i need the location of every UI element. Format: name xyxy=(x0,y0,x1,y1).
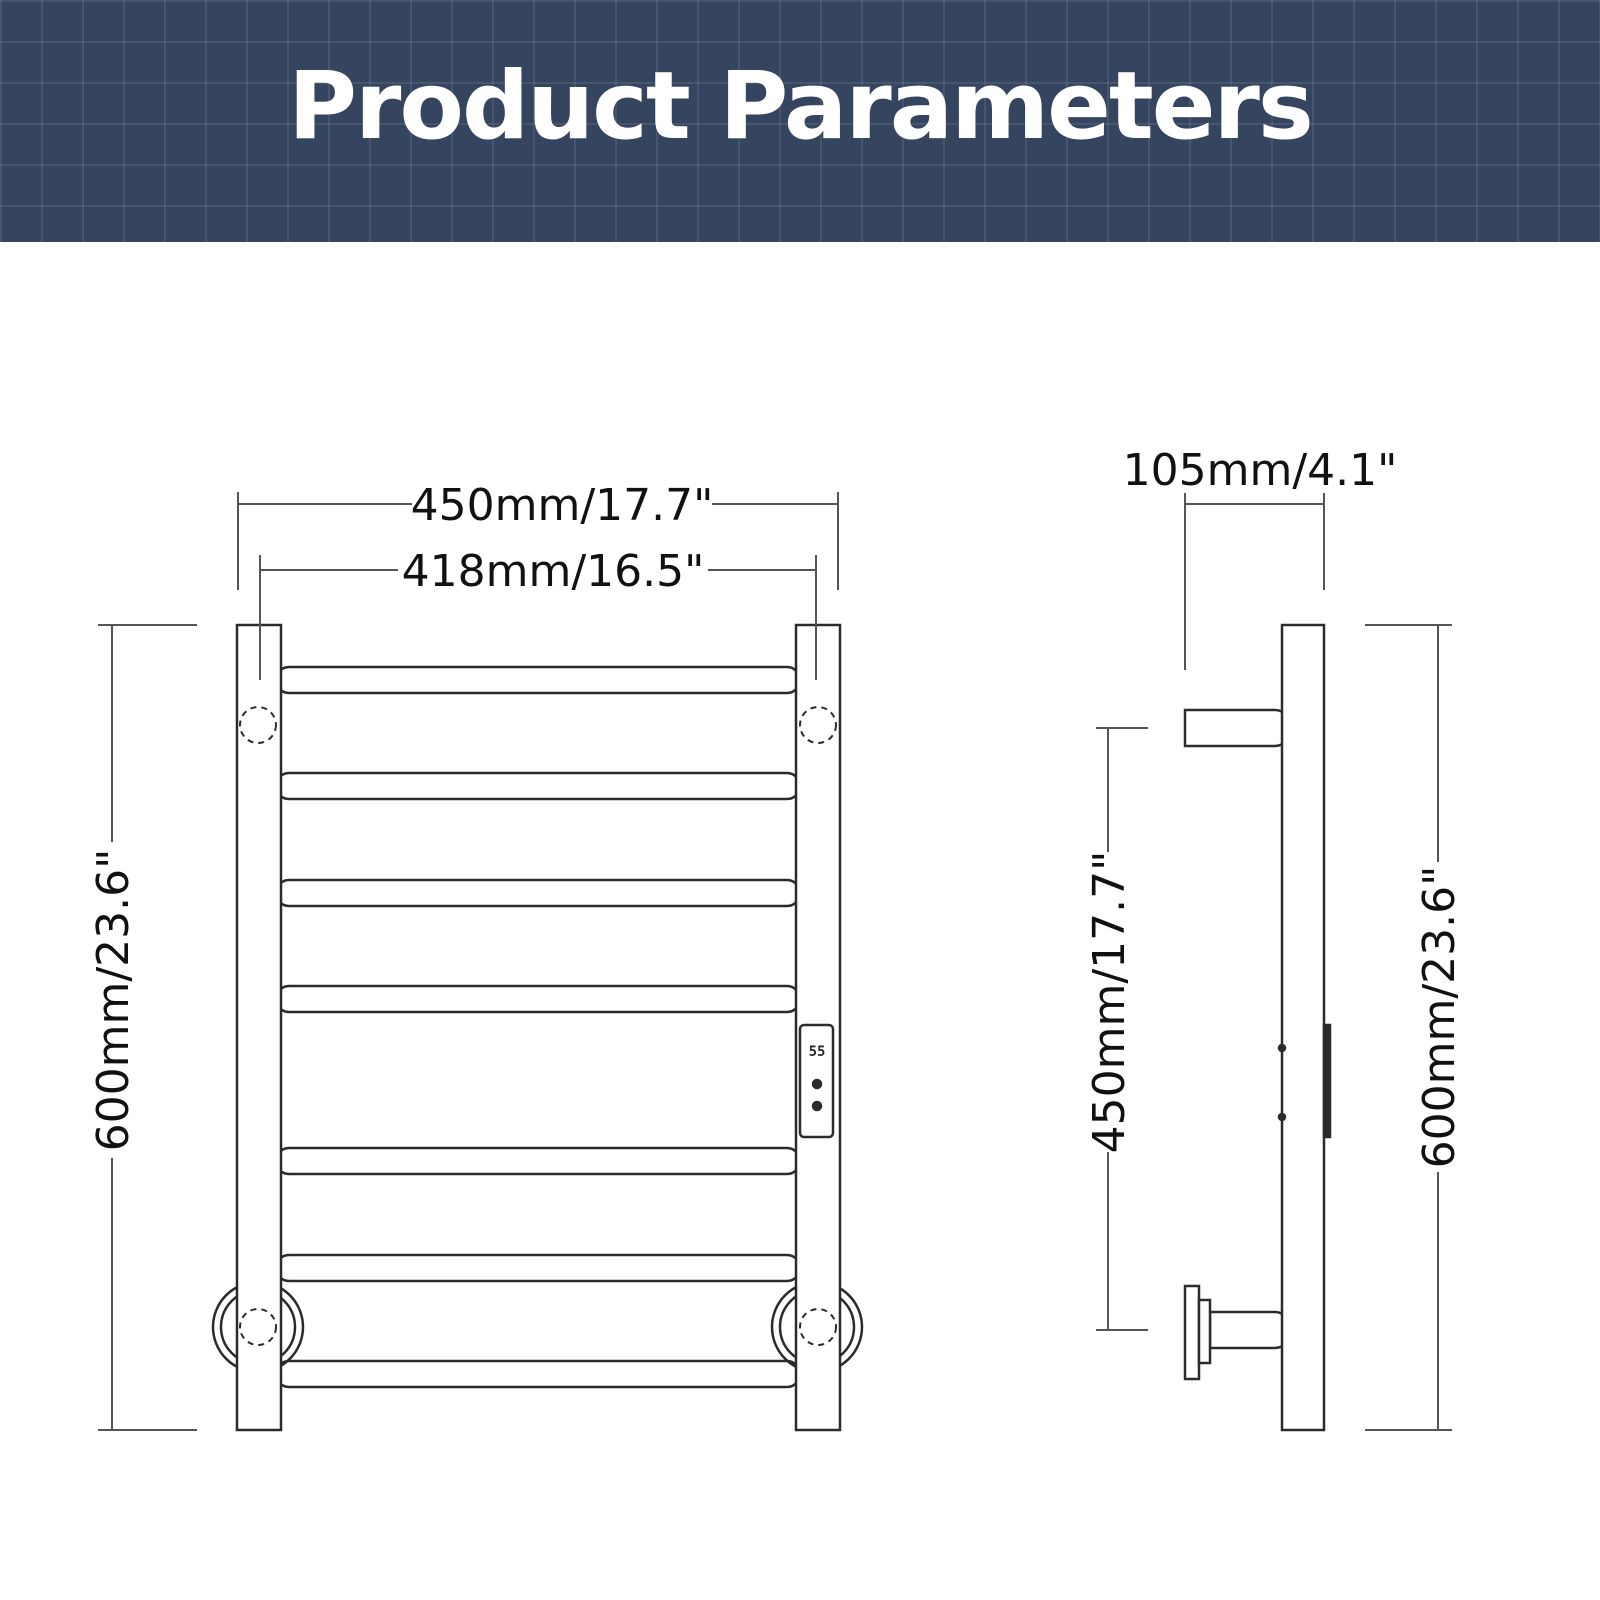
front-dimension-lines xyxy=(98,492,839,1431)
front-view xyxy=(211,623,864,1432)
mounting-holes xyxy=(239,706,837,1346)
side-upright xyxy=(1280,623,1326,1432)
side-height-label: 600mm/23.6" xyxy=(1414,866,1465,1169)
side-wall-bracket xyxy=(1183,1284,1201,1381)
side-dimension-lines xyxy=(1096,493,1452,1431)
side-control-dot-1 xyxy=(1277,1043,1287,1053)
towel-bars xyxy=(274,665,802,1389)
mount-hole-bottom-right xyxy=(799,1308,837,1346)
side-control-dot-2 xyxy=(1277,1112,1287,1122)
towel-bar-6 xyxy=(274,1253,802,1283)
towel-bar-5 xyxy=(274,1146,802,1176)
inner-width-label: 418mm/16.5" xyxy=(402,546,705,597)
towel-bar-2 xyxy=(274,771,802,801)
towel-bar-4 xyxy=(274,984,802,1014)
side-lower-arm xyxy=(1208,1310,1293,1350)
side-upper-arm xyxy=(1183,708,1293,748)
bottom-wall-mounts xyxy=(211,1280,864,1374)
page-title: Product Parameters xyxy=(288,52,1314,161)
overall-width-label: 450mm/17.7" xyxy=(411,480,714,531)
left-post xyxy=(235,623,283,1432)
mount-hole-top-left xyxy=(239,706,277,744)
mount-hole-top-right xyxy=(799,706,837,744)
towel-bar-3 xyxy=(274,878,802,908)
side-control-profile xyxy=(1322,1023,1332,1139)
towel-bar-7 xyxy=(274,1359,802,1389)
depth-label: 105mm/4.1" xyxy=(1123,445,1398,496)
control-button-2 xyxy=(811,1100,823,1112)
control-button-1 xyxy=(811,1078,823,1090)
towel-bar-1 xyxy=(274,665,802,695)
mount-spacing-label: 450mm/17.7" xyxy=(1084,851,1135,1154)
header-banner: Product Parameters xyxy=(0,0,1600,242)
side-view xyxy=(1183,623,1332,1432)
mount-hole-bottom-left xyxy=(239,1308,277,1346)
front-height-label: 600mm/23.6" xyxy=(88,849,139,1152)
side-bracket-collar xyxy=(1197,1298,1212,1365)
control-panel xyxy=(798,1023,835,1139)
control-panel-display: 55 xyxy=(809,1044,826,1060)
